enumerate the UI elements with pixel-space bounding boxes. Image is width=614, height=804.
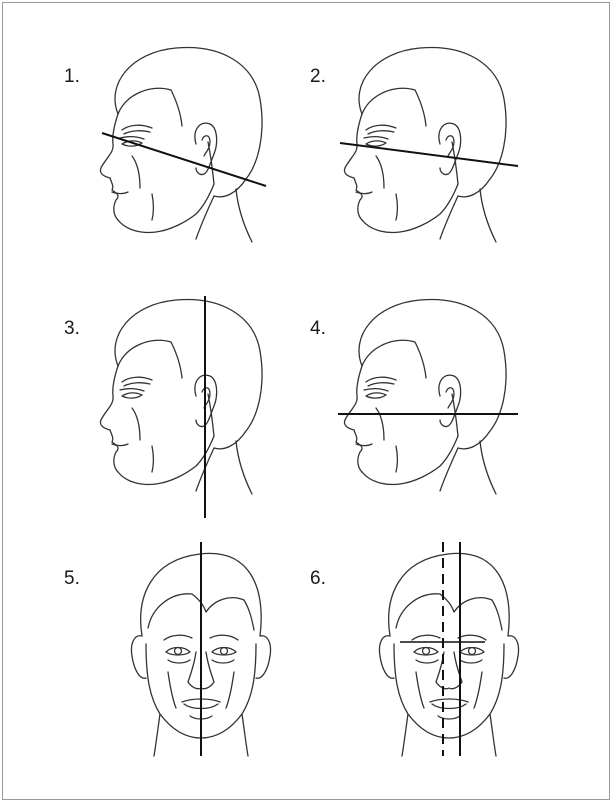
panel-2-reference-line: [340, 143, 518, 166]
panel-4-head: [344, 299, 506, 494]
panel-2-head: [344, 47, 506, 242]
panel-1-head: [100, 47, 262, 242]
panel-3-head: [100, 299, 262, 494]
panel-6-head: [379, 553, 518, 756]
panel-1-reference-line: [102, 133, 266, 186]
